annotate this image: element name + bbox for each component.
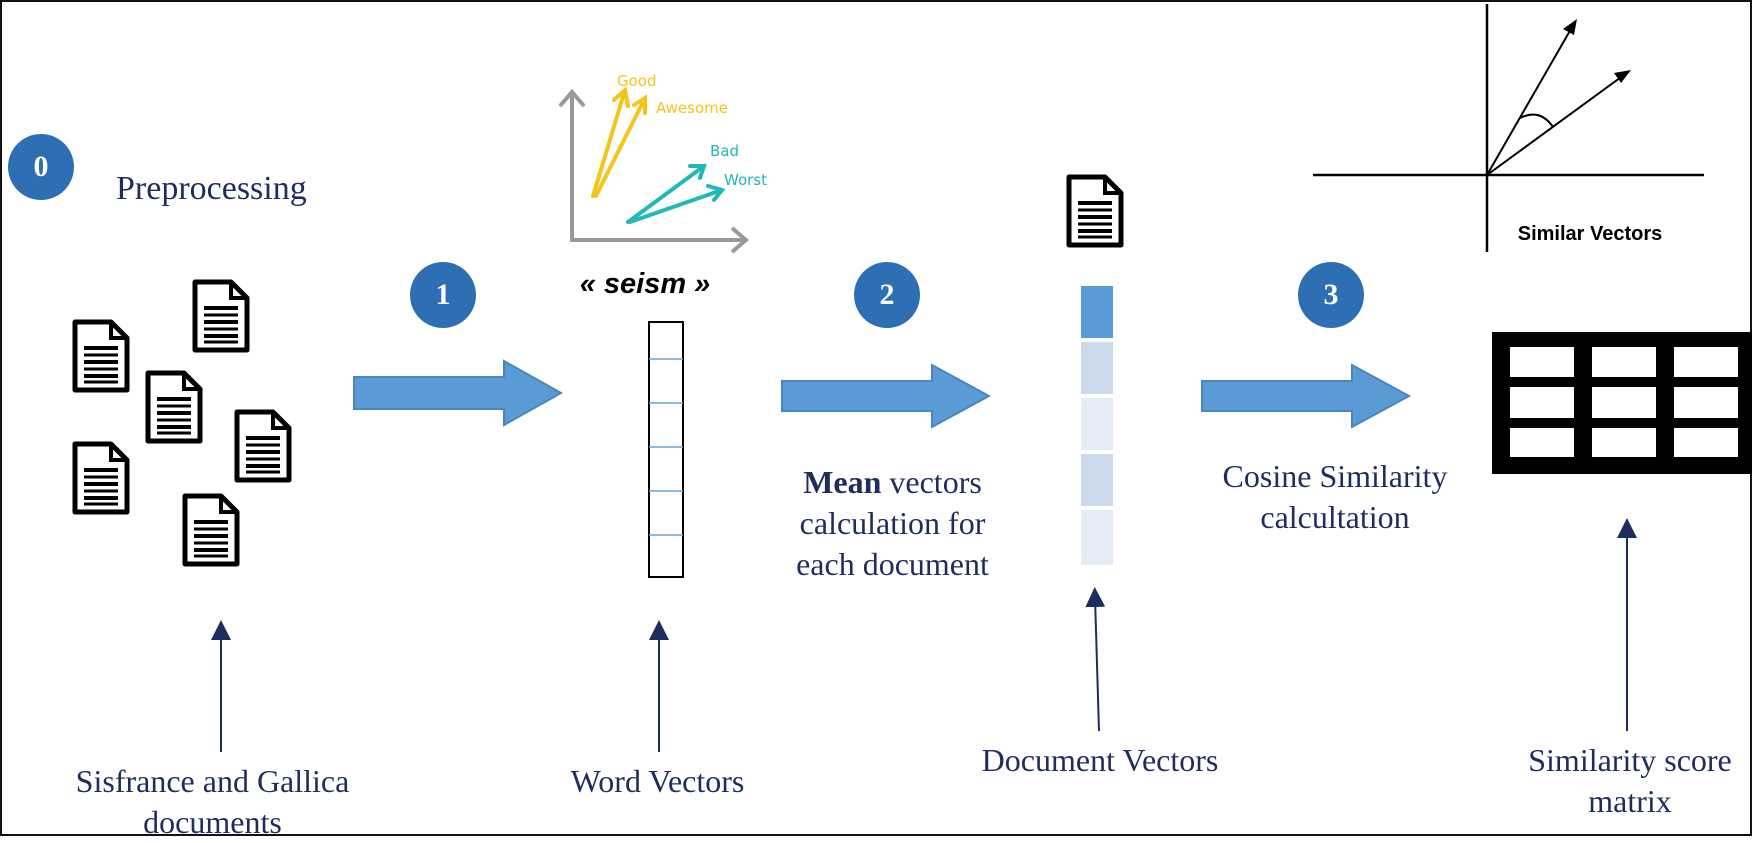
pointer-arrow-document-vectors — [1085, 587, 1106, 732]
word-good: Good — [617, 72, 657, 90]
document-icon — [185, 496, 237, 564]
word-embedding-plot — [558, 86, 750, 254]
document-icon — [1069, 177, 1121, 245]
word-vector-column — [648, 321, 684, 578]
document-icon — [195, 282, 247, 350]
mean-bold: Mean — [803, 464, 882, 500]
mean-line2: calculation for — [799, 505, 986, 541]
arrow-step-3 — [1201, 363, 1412, 429]
arrow-step-1 — [353, 359, 564, 427]
cosine-line2: calcultation — [1260, 499, 1410, 535]
step-1-badge: 1 — [410, 262, 476, 328]
step-3-badge: 3 — [1298, 262, 1364, 328]
documents-line1: Sisfrance and Gallica — [75, 763, 350, 799]
arrow-step-2 — [781, 363, 992, 429]
document-vectors-label: Document Vectors — [981, 742, 1219, 778]
document-icon — [75, 444, 127, 512]
word-vectors-label: Word Vectors — [570, 763, 745, 799]
mean-vectors-label: Mean vectors calculation for each docume… — [770, 462, 1015, 585]
step-2-badge: 2 — [854, 262, 920, 328]
similar-vectors-caption: Similar Vectors — [1517, 223, 1663, 245]
word-awesome: Awesome — [656, 99, 728, 117]
document-icon — [237, 412, 289, 480]
similarity-line2: matrix — [1588, 783, 1672, 819]
word-worst: Worst — [724, 171, 767, 189]
cosine-similarity-label: Cosine Similarity calcultation — [1200, 456, 1470, 538]
preprocessing-label: Preprocessing — [116, 170, 307, 207]
step-0-badge: 0 — [8, 134, 74, 200]
mean-line3: each document — [796, 546, 989, 582]
document-icon — [148, 373, 200, 441]
document-vector-column — [1081, 286, 1113, 565]
document-icon — [75, 322, 127, 390]
similarity-matrix-grid — [1492, 332, 1752, 474]
seism-word-label: « seism » — [579, 268, 711, 300]
documents-line2: documents — [143, 804, 282, 840]
documents-label: Sisfrance and Gallica documents — [40, 761, 385, 843]
similarity-line1: Similarity score — [1528, 742, 1732, 778]
word-bad: Bad — [710, 142, 740, 160]
cosine-line1: Cosine Similarity — [1222, 458, 1448, 494]
similar-vectors-illustration — [1313, 4, 1704, 252]
mean-rest: vectors — [881, 464, 982, 500]
similarity-matrix-label: Similarity score matrix — [1508, 740, 1752, 822]
